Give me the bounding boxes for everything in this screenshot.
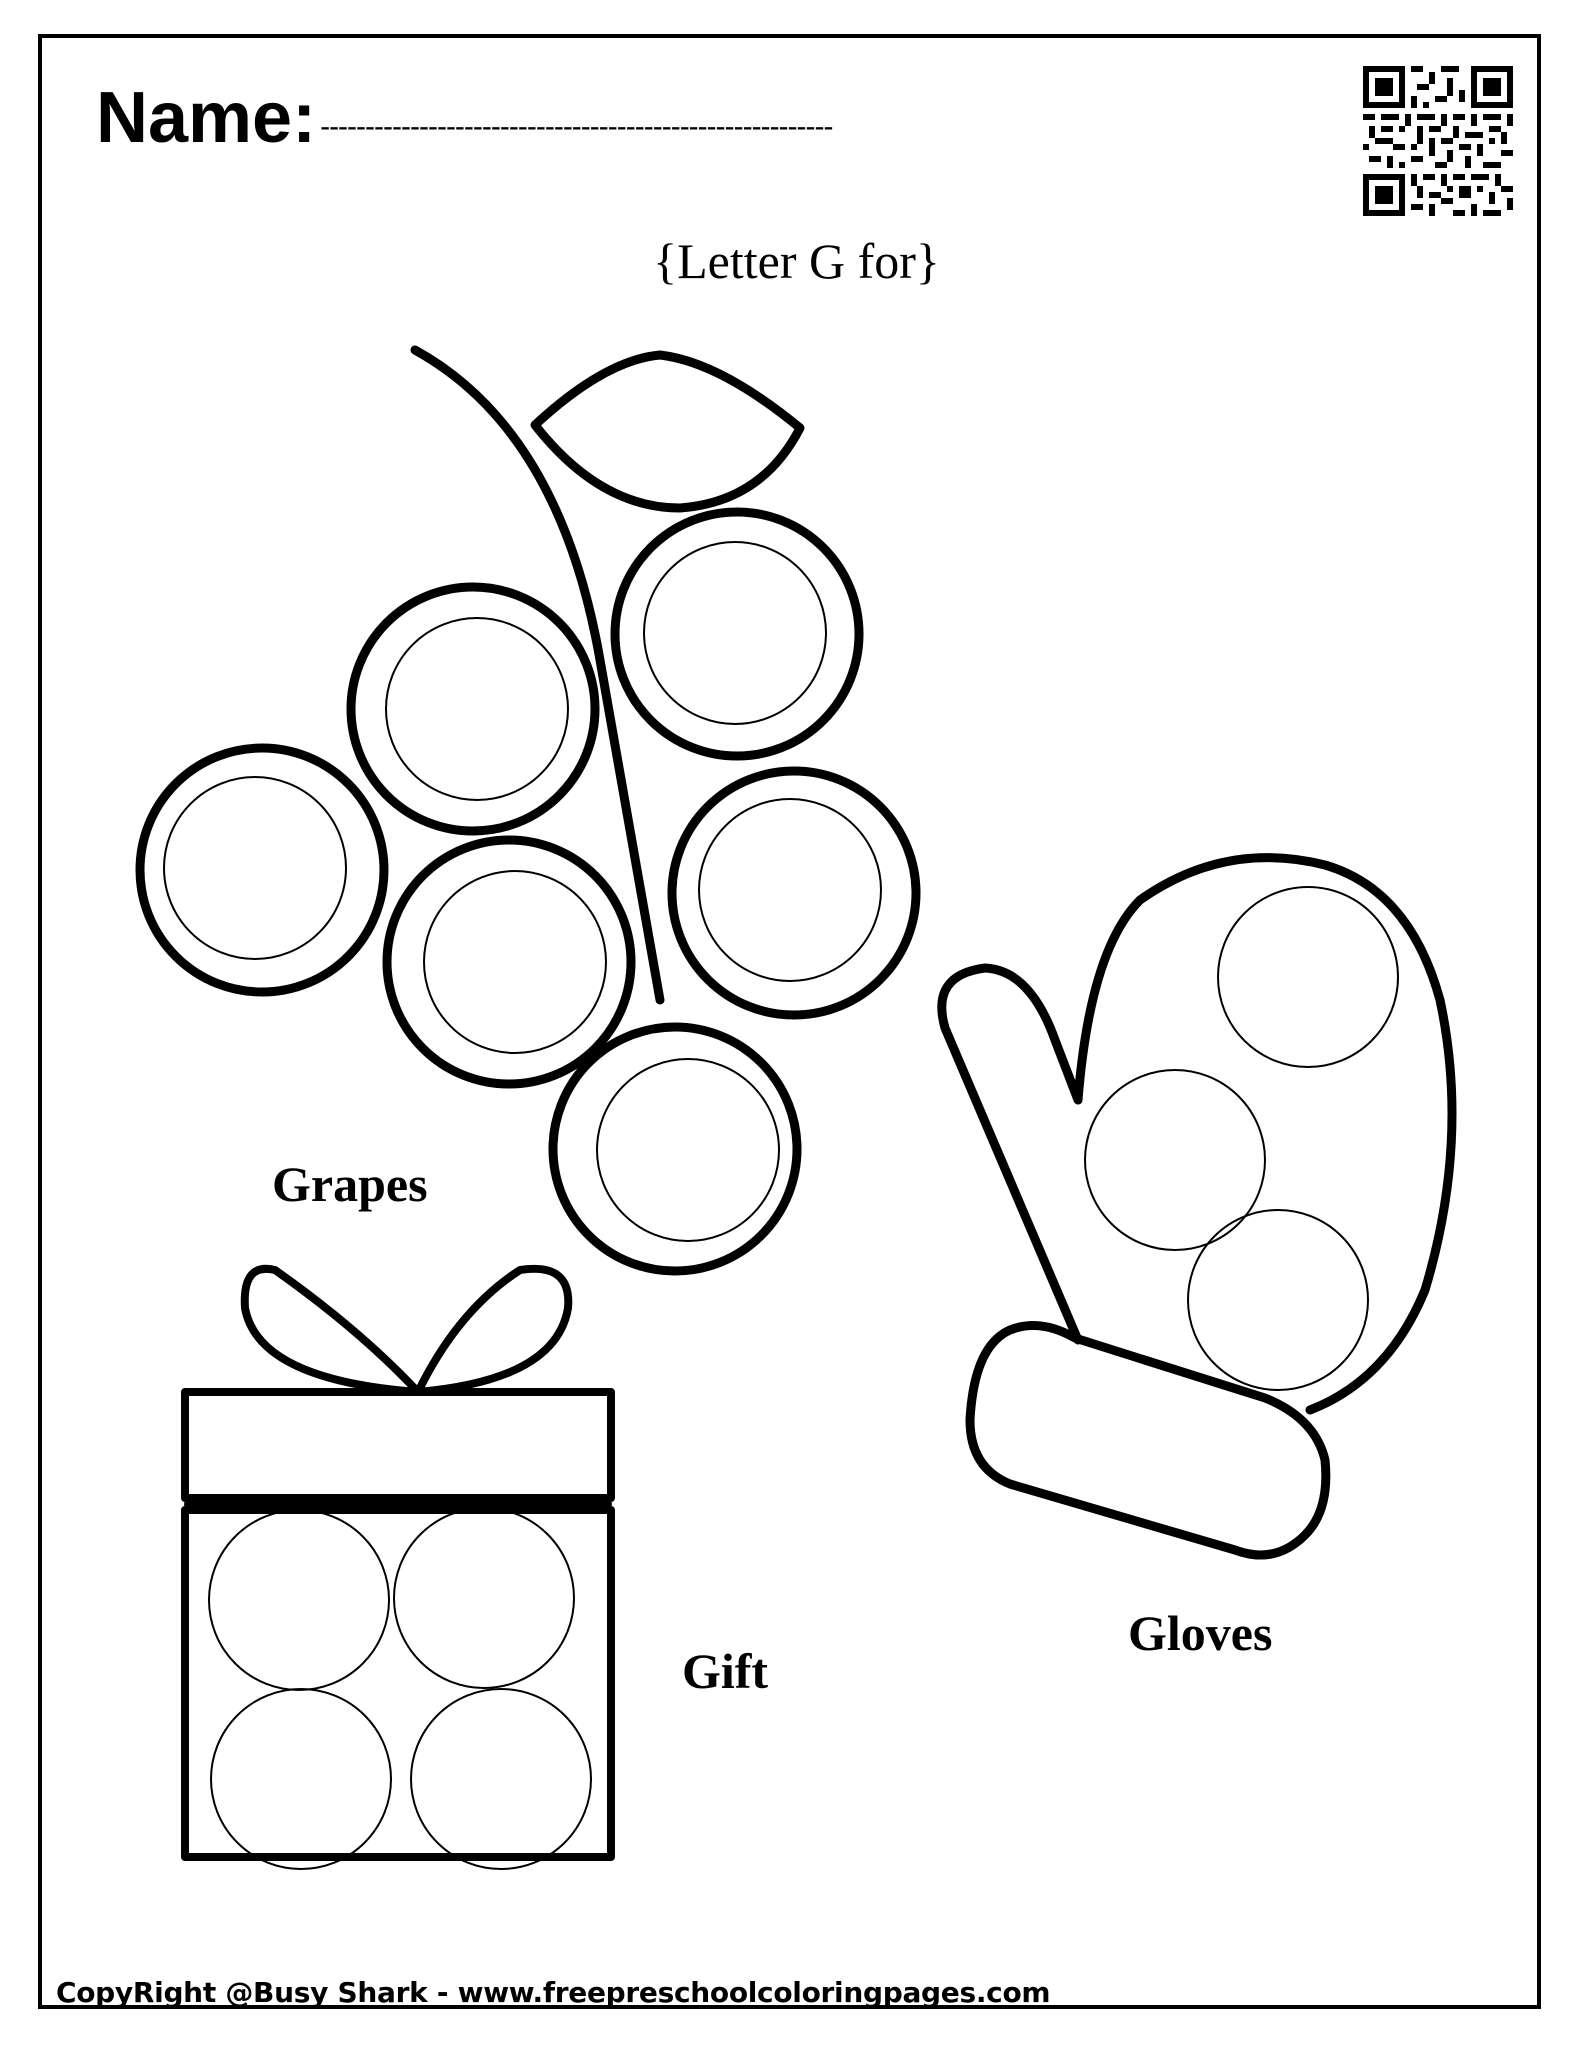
mitten-cuff [965, 1321, 1331, 1560]
gift-lid [181, 1388, 615, 1502]
grapes-illustration [135, 345, 921, 1276]
page-border [38, 34, 1541, 2009]
gift-dot-1[interactable] [208, 1509, 390, 1691]
qr-code-icon [1363, 66, 1513, 216]
glove-dot-1[interactable] [1217, 886, 1399, 1068]
name-row: Name: ----------------------------------… [96, 64, 834, 158]
page-title: {Letter G for} [653, 233, 940, 289]
grape-6[interactable] [548, 1022, 802, 1276]
name-field[interactable]: ----------------------------------------… [320, 110, 833, 143]
gloves-label: Gloves [1128, 1605, 1273, 1661]
grapes-label: Grapes [272, 1156, 428, 1212]
glove-dot-2[interactable] [1084, 1069, 1266, 1251]
gift-bow-right [414, 1264, 573, 1396]
name-label: Name: [96, 78, 317, 158]
grape-1[interactable] [610, 507, 864, 761]
gloves-illustration [937, 853, 1457, 1560]
gift-bow-left [240, 1264, 422, 1396]
copyright-footer: CopyRight @Busy Shark - www.freepreschoo… [56, 1976, 1051, 2009]
grape-5[interactable] [382, 835, 636, 1089]
gift-dot-2[interactable] [393, 1507, 575, 1689]
grape-3[interactable] [135, 743, 389, 997]
gift-dot-4[interactable] [410, 1688, 592, 1870]
grape-stem [410, 345, 665, 1005]
gift-illustration [181, 1264, 615, 1870]
gift-label: Gift [682, 1643, 769, 1699]
glove-dot-3[interactable] [1187, 1209, 1369, 1391]
grape-2[interactable] [346, 582, 600, 836]
grape-leaf [530, 350, 805, 513]
mitten-body [937, 853, 1457, 1415]
gift-box [181, 1506, 615, 1861]
gift-dot-3[interactable] [210, 1688, 392, 1870]
grape-4[interactable] [667, 766, 921, 1020]
